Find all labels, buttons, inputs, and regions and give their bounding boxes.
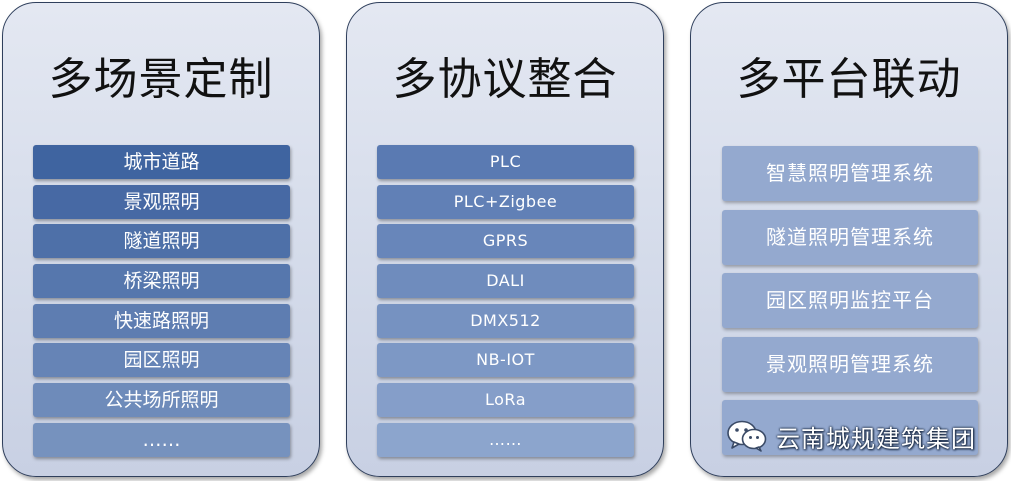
list-item: 景观照明管理系统 bbox=[722, 336, 978, 392]
list-item: 智慧照明管理系统 bbox=[722, 146, 978, 201]
wechat-icon bbox=[727, 420, 767, 452]
list-item: PLC bbox=[377, 145, 634, 179]
panel-multi-protocol: 多协议整合 PLC PLC+Zigbee GPRS DALI DMX512 NB… bbox=[346, 2, 664, 477]
list-item: LoRa bbox=[377, 383, 634, 418]
list-item: 快速路照明 bbox=[33, 303, 290, 338]
list-item: PLC+Zigbee bbox=[377, 184, 634, 219]
watermark: 云南城规建筑集团 bbox=[726, 418, 976, 454]
list-item: 桥梁照明 bbox=[33, 264, 290, 299]
list-item: 园区照明监控平台 bbox=[722, 273, 978, 328]
list-item: 城市道路 bbox=[33, 145, 290, 179]
panel-title: 多协议整合 bbox=[392, 54, 618, 105]
scenario-list: 城市道路 景观照明 隧道照明 桥梁照明 快速路照明 园区照明 公共场所照明 …… bbox=[33, 145, 290, 463]
list-item: …… bbox=[377, 422, 634, 457]
panel-multi-scenario: 多场景定制 城市道路 景观照明 隧道照明 桥梁照明 快速路照明 园区照明 公共场… bbox=[2, 2, 320, 477]
list-item: 隧道照明管理系统 bbox=[722, 209, 978, 265]
list-item: NB-IOT bbox=[377, 343, 634, 378]
list-item: DALI bbox=[377, 264, 634, 299]
watermark-text: 云南城规建筑集团 bbox=[776, 424, 976, 453]
list-item: DMX512 bbox=[377, 303, 634, 338]
list-item: 园区照明 bbox=[33, 343, 290, 378]
list-item: …… bbox=[33, 422, 290, 457]
list-item: 公共场所照明 bbox=[33, 383, 290, 418]
panel-title: 多平台联动 bbox=[736, 54, 962, 105]
platform-list: 智慧照明管理系统 隧道照明管理系统 园区照明监控平台 景观照明管理系统 bbox=[722, 146, 978, 464]
panel-multi-platform: 多平台联动 智慧照明管理系统 隧道照明管理系统 园区照明监控平台 景观照明管理系… bbox=[690, 2, 1008, 477]
list-item: GPRS bbox=[377, 224, 634, 259]
list-item-empty bbox=[722, 400, 978, 455]
panel-title: 多场景定制 bbox=[48, 54, 274, 105]
protocol-list: PLC PLC+Zigbee GPRS DALI DMX512 NB-IOT L… bbox=[377, 145, 634, 463]
list-item: 景观照明 bbox=[33, 184, 290, 219]
list-item: 隧道照明 bbox=[33, 224, 290, 259]
